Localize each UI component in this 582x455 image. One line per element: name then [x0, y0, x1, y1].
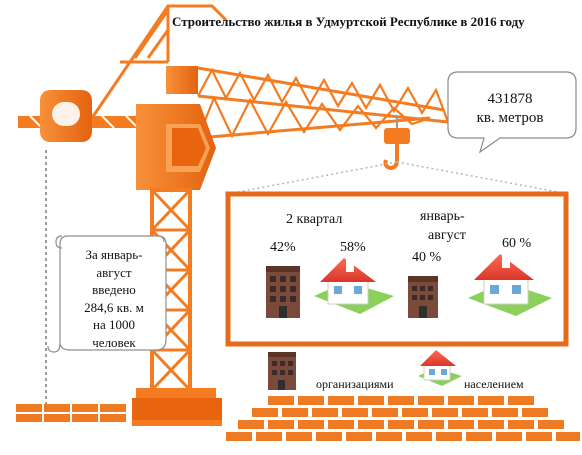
legend-population: населением [464, 377, 524, 391]
janaug-label-line2: август [428, 228, 466, 243]
hook-icon [237, 116, 559, 193]
scroll-line: введено [92, 282, 136, 297]
scroll-banner [47, 235, 167, 353]
q2-label: 2 квартал [286, 212, 343, 227]
legend-organizations: организациями [316, 377, 394, 391]
house-icon [468, 254, 552, 316]
janaug-org-percent: 40 % [412, 250, 442, 265]
scroll-line: За январь- [85, 247, 143, 262]
scroll-line: 284,6 кв. м [84, 299, 144, 315]
apartment-building-icon [266, 266, 300, 318]
speech-bubble [447, 71, 577, 154]
left-brick-stack [16, 404, 126, 422]
crane-cabin [136, 104, 216, 190]
apartment-building-icon [268, 352, 296, 390]
q2-org-percent: 42% [270, 240, 296, 255]
total-area-unit: кв. метров [476, 110, 544, 126]
brick-wall [226, 396, 580, 441]
scroll-line: человек [92, 334, 136, 350]
crane-jib [18, 66, 450, 142]
scroll-line: август [96, 264, 132, 280]
janaug-label-line1: январь- [420, 209, 465, 224]
house-icon [314, 258, 394, 314]
scroll-text: За январь- август введено 284,6 кв. м на… [66, 246, 162, 351]
total-area-value: 431878 [487, 91, 533, 107]
crane-top-lattice [90, 4, 228, 119]
house-icon [418, 350, 462, 386]
apartment-building-icon [408, 276, 438, 318]
page-title: Строительство жилья в Удмуртской Республ… [172, 14, 525, 29]
bubble-text: 431878 кв. метров [450, 90, 570, 128]
scroll-line: на 1000 [93, 317, 135, 332]
janaug-pop-percent: 60 % [502, 236, 532, 251]
q2-pop-percent: 58% [340, 240, 366, 255]
